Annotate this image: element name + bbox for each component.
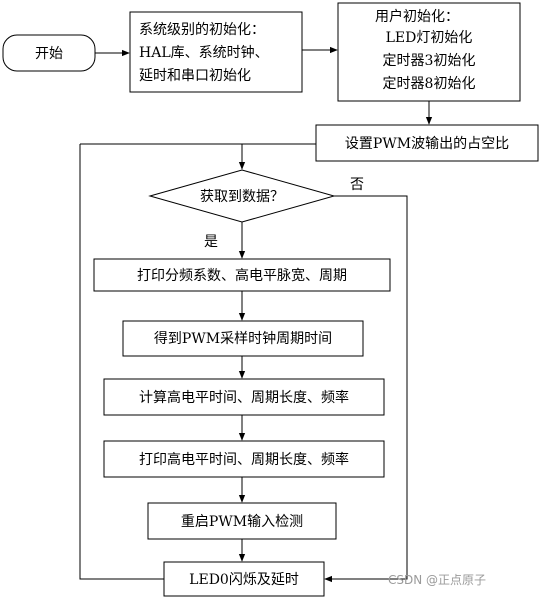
loop-back-line [79,144,164,580]
user-init-line-3: 定时器3初始化 [383,52,476,69]
arrow-no-branch [324,195,408,583]
print-high-node: 打印高电平时间、周期长度、频率 [103,440,385,478]
set-pwm-label: 设置PWM波输出的占空比 [345,136,509,152]
get-clock-node: 得到PWM采样时钟周期时间 [122,320,364,357]
no-label: 否 [350,177,364,193]
led-flash-label: LED0闪烁及延时 [189,572,299,588]
decision-node: 获取到数据？ [148,169,336,223]
sys-init-node: 系统级别的初始化： HAL库、系统时钟、 延时和串口初始化 [129,11,303,93]
calc-node: 计算高电平时间、周期长度、频率 [103,378,385,416]
get-clock-label: 得到PWM采样时钟周期时间 [154,330,332,347]
yes-label: 是 [204,234,218,250]
user-init-line-1: 用户初始化： [375,8,459,25]
print-high-label: 打印高电平时间、周期长度、频率 [139,451,349,468]
set-pwm-node: 设置PWM波输出的占空比 [315,124,539,162]
led-flash-node: LED0闪烁及延时 [163,561,325,597]
calc-label: 计算高电平时间、周期长度、频率 [139,389,349,406]
restart-label: 重启PWM输入检测 [181,514,303,530]
watermark: CSDN @正点原子 [388,573,486,587]
user-init-node: 用户初始化： LED灯初始化 定时器3初始化 定时器8初始化 [337,2,521,102]
sys-init-line-1: 系统级别的初始化： [139,21,265,38]
start-node: 开始 [2,34,96,72]
restart-node: 重启PWM输入检测 [147,502,337,540]
decision-label: 获取到数据？ [200,189,284,205]
user-init-line-4: 定时器8初始化 [383,75,476,92]
sys-init-line-3: 延时和串口初始化 [139,67,251,84]
print-divider-node: 打印分频系数、高电平脉宽、周期 [93,258,391,292]
print-divider-label: 打印分频系数、高电平脉宽、周期 [137,267,347,284]
start-label: 开始 [35,46,63,62]
user-init-line-2: LED灯初始化 [386,29,473,46]
sys-init-line-2: HAL库、系统时钟、 [139,44,269,61]
